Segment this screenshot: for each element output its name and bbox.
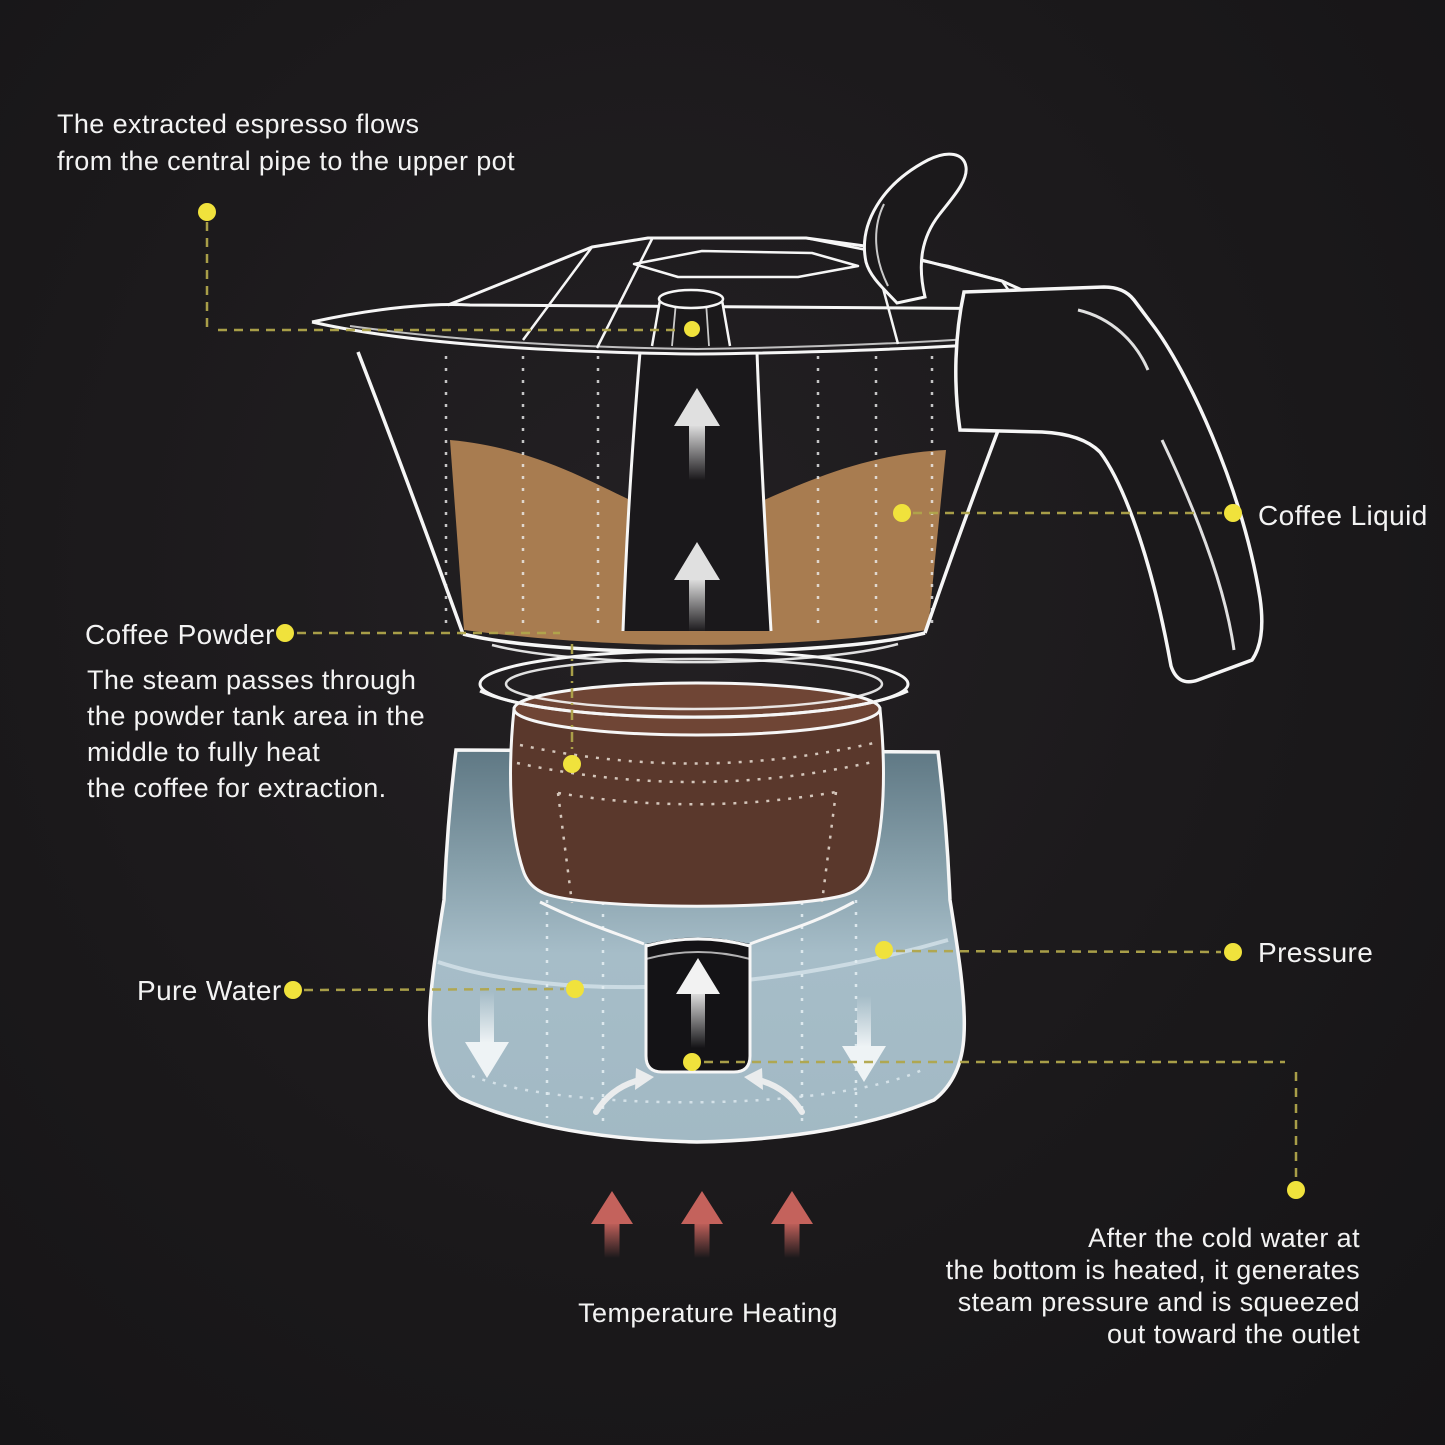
leader-dot	[893, 504, 911, 522]
leader-dot	[284, 981, 302, 999]
leader-dot	[1224, 943, 1242, 961]
leader-outlet	[704, 1060, 1298, 1179]
annotation-coffee-liquid-label: Coffee Liquid	[1258, 500, 1428, 531]
central-pipe	[623, 352, 771, 631]
heat-arrows	[591, 1191, 813, 1258]
leader-pressure	[895, 949, 1222, 954]
leader-pure-water	[303, 987, 565, 992]
annotation-temperature-label: Temperature Heating	[578, 1298, 838, 1328]
leader-dot	[563, 755, 581, 773]
heat-arrow	[771, 1191, 813, 1258]
convection-arrow-right	[744, 1068, 805, 1115]
convection-arrow-left	[593, 1068, 654, 1115]
leader-dot	[1287, 1181, 1305, 1199]
annotation-espresso-flow: The extracted espresso flows from the ce…	[57, 109, 515, 176]
leader-espresso-flow	[205, 222, 680, 332]
leader-dot	[1224, 504, 1242, 522]
water-down-arrow-left	[465, 992, 509, 1078]
leader-lines	[205, 222, 1298, 1179]
leader-dot	[683, 1053, 701, 1071]
leader-dot	[875, 941, 893, 959]
steam-up-arrow-tube	[676, 958, 720, 1048]
espresso-up-arrow-1	[674, 388, 720, 480]
basket-body	[509, 707, 885, 908]
leader-dots	[198, 203, 1305, 1199]
leader-dot	[198, 203, 216, 221]
annotation-steam-paragraph: The steam passes through the powder tank…	[87, 665, 426, 803]
heat-arrow	[591, 1191, 633, 1258]
espresso-up-arrow-2	[674, 542, 720, 632]
leader-dot	[276, 624, 294, 642]
basket-dotted-lines	[516, 741, 878, 904]
water-down-arrow-right	[842, 996, 886, 1082]
pot-dotted-lines	[444, 356, 934, 625]
annotation-pure-water-label: Pure Water	[137, 975, 282, 1006]
annotation-outlet-paragraph: After the cold water at the bottom is he…	[945, 1223, 1360, 1349]
upper-pot	[356, 351, 1030, 664]
lid-plateau-opening	[632, 249, 860, 279]
pipe-top-knob	[650, 288, 732, 347]
heat-arrow	[681, 1191, 723, 1258]
tank-dotted-lines	[471, 888, 923, 1126]
handle-grip	[954, 285, 1264, 684]
annotation-coffee-powder-label: Coffee Powder	[85, 619, 275, 650]
handle-horn	[863, 152, 968, 305]
handle	[863, 152, 1264, 684]
annotation-pressure-label: Pressure	[1258, 937, 1374, 968]
leader-dot	[566, 980, 584, 998]
leader-dot	[684, 321, 700, 337]
